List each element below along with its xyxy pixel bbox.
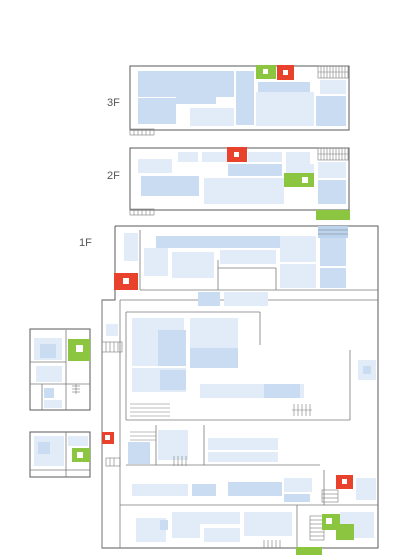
marker-dot xyxy=(342,479,347,484)
room xyxy=(158,430,188,460)
stairs-2f-right xyxy=(317,147,349,161)
room xyxy=(228,164,248,176)
room xyxy=(156,236,280,248)
stairs-3f-bottom xyxy=(129,128,155,136)
marker-dot xyxy=(302,177,308,183)
room xyxy=(44,388,54,398)
marker-dot xyxy=(263,69,268,74)
room xyxy=(363,366,371,374)
marker-dot xyxy=(326,518,332,524)
room xyxy=(160,370,186,390)
stairs-annex-upper xyxy=(72,384,80,394)
stairs-2f-bottom xyxy=(129,208,155,216)
room xyxy=(172,252,214,278)
room xyxy=(284,494,310,502)
room xyxy=(44,400,62,408)
green-entrance-marker[interactable] xyxy=(296,547,322,555)
room xyxy=(284,478,312,492)
floor-3f: 3F xyxy=(107,65,350,136)
room xyxy=(208,438,278,450)
room xyxy=(208,452,278,462)
room xyxy=(224,292,268,306)
room xyxy=(248,164,282,176)
room xyxy=(318,180,346,204)
room xyxy=(38,442,50,454)
room xyxy=(320,236,346,266)
room xyxy=(320,268,346,288)
marker-dot xyxy=(77,452,83,458)
floor-label-2f: 2F xyxy=(107,170,120,182)
room xyxy=(280,264,316,288)
room xyxy=(318,162,346,178)
annex-upper-outline xyxy=(29,328,91,411)
floor-3f-outline xyxy=(129,65,350,131)
room xyxy=(190,108,234,126)
marker-dot xyxy=(105,435,110,440)
stairs-1f-left xyxy=(101,341,123,353)
room xyxy=(138,159,172,173)
marker-dot xyxy=(76,345,83,352)
room xyxy=(356,478,376,500)
room xyxy=(141,176,199,196)
room xyxy=(132,484,188,496)
room xyxy=(160,520,168,530)
room xyxy=(228,482,282,496)
room xyxy=(190,348,238,368)
room xyxy=(172,512,200,538)
floor-label-1f: 1F xyxy=(79,237,92,249)
room xyxy=(280,236,316,262)
room xyxy=(200,512,240,524)
stairs-1f-center xyxy=(130,403,170,441)
floor-label-3f: 3F xyxy=(107,97,120,109)
room xyxy=(220,250,276,264)
stairs-1f-top-right xyxy=(318,226,348,238)
room xyxy=(286,152,310,164)
room xyxy=(138,71,234,97)
green-square-marker[interactable] xyxy=(284,173,314,187)
room xyxy=(202,152,228,162)
room xyxy=(192,484,216,496)
annex-building-upper xyxy=(29,328,91,411)
marker-dot xyxy=(283,70,288,75)
room xyxy=(128,442,150,464)
room xyxy=(248,152,282,162)
room xyxy=(244,512,292,536)
annex-building-lower xyxy=(29,431,91,478)
marker-dot xyxy=(234,152,239,157)
room xyxy=(236,71,254,125)
room xyxy=(176,96,216,104)
room xyxy=(256,92,314,126)
room xyxy=(198,292,220,306)
marker-dot xyxy=(123,278,129,284)
room xyxy=(124,233,138,261)
green-entrance-marker[interactable] xyxy=(316,210,350,220)
room xyxy=(68,436,88,446)
room xyxy=(320,80,346,94)
stairs-1f-right xyxy=(292,404,312,416)
stairs-3f-top xyxy=(317,65,349,79)
room xyxy=(36,366,62,382)
room xyxy=(106,324,118,336)
room xyxy=(40,344,56,358)
stairs-1f-bottom-left xyxy=(105,456,187,467)
room xyxy=(286,164,314,174)
room xyxy=(178,152,198,162)
room xyxy=(204,178,284,204)
floor-2f: 2F xyxy=(107,147,350,220)
room xyxy=(264,384,300,398)
floor-1f: 1F xyxy=(79,225,379,555)
room xyxy=(158,330,186,366)
room xyxy=(316,96,346,126)
room xyxy=(138,98,176,124)
room xyxy=(258,82,310,92)
room xyxy=(144,248,168,276)
room xyxy=(204,528,240,542)
